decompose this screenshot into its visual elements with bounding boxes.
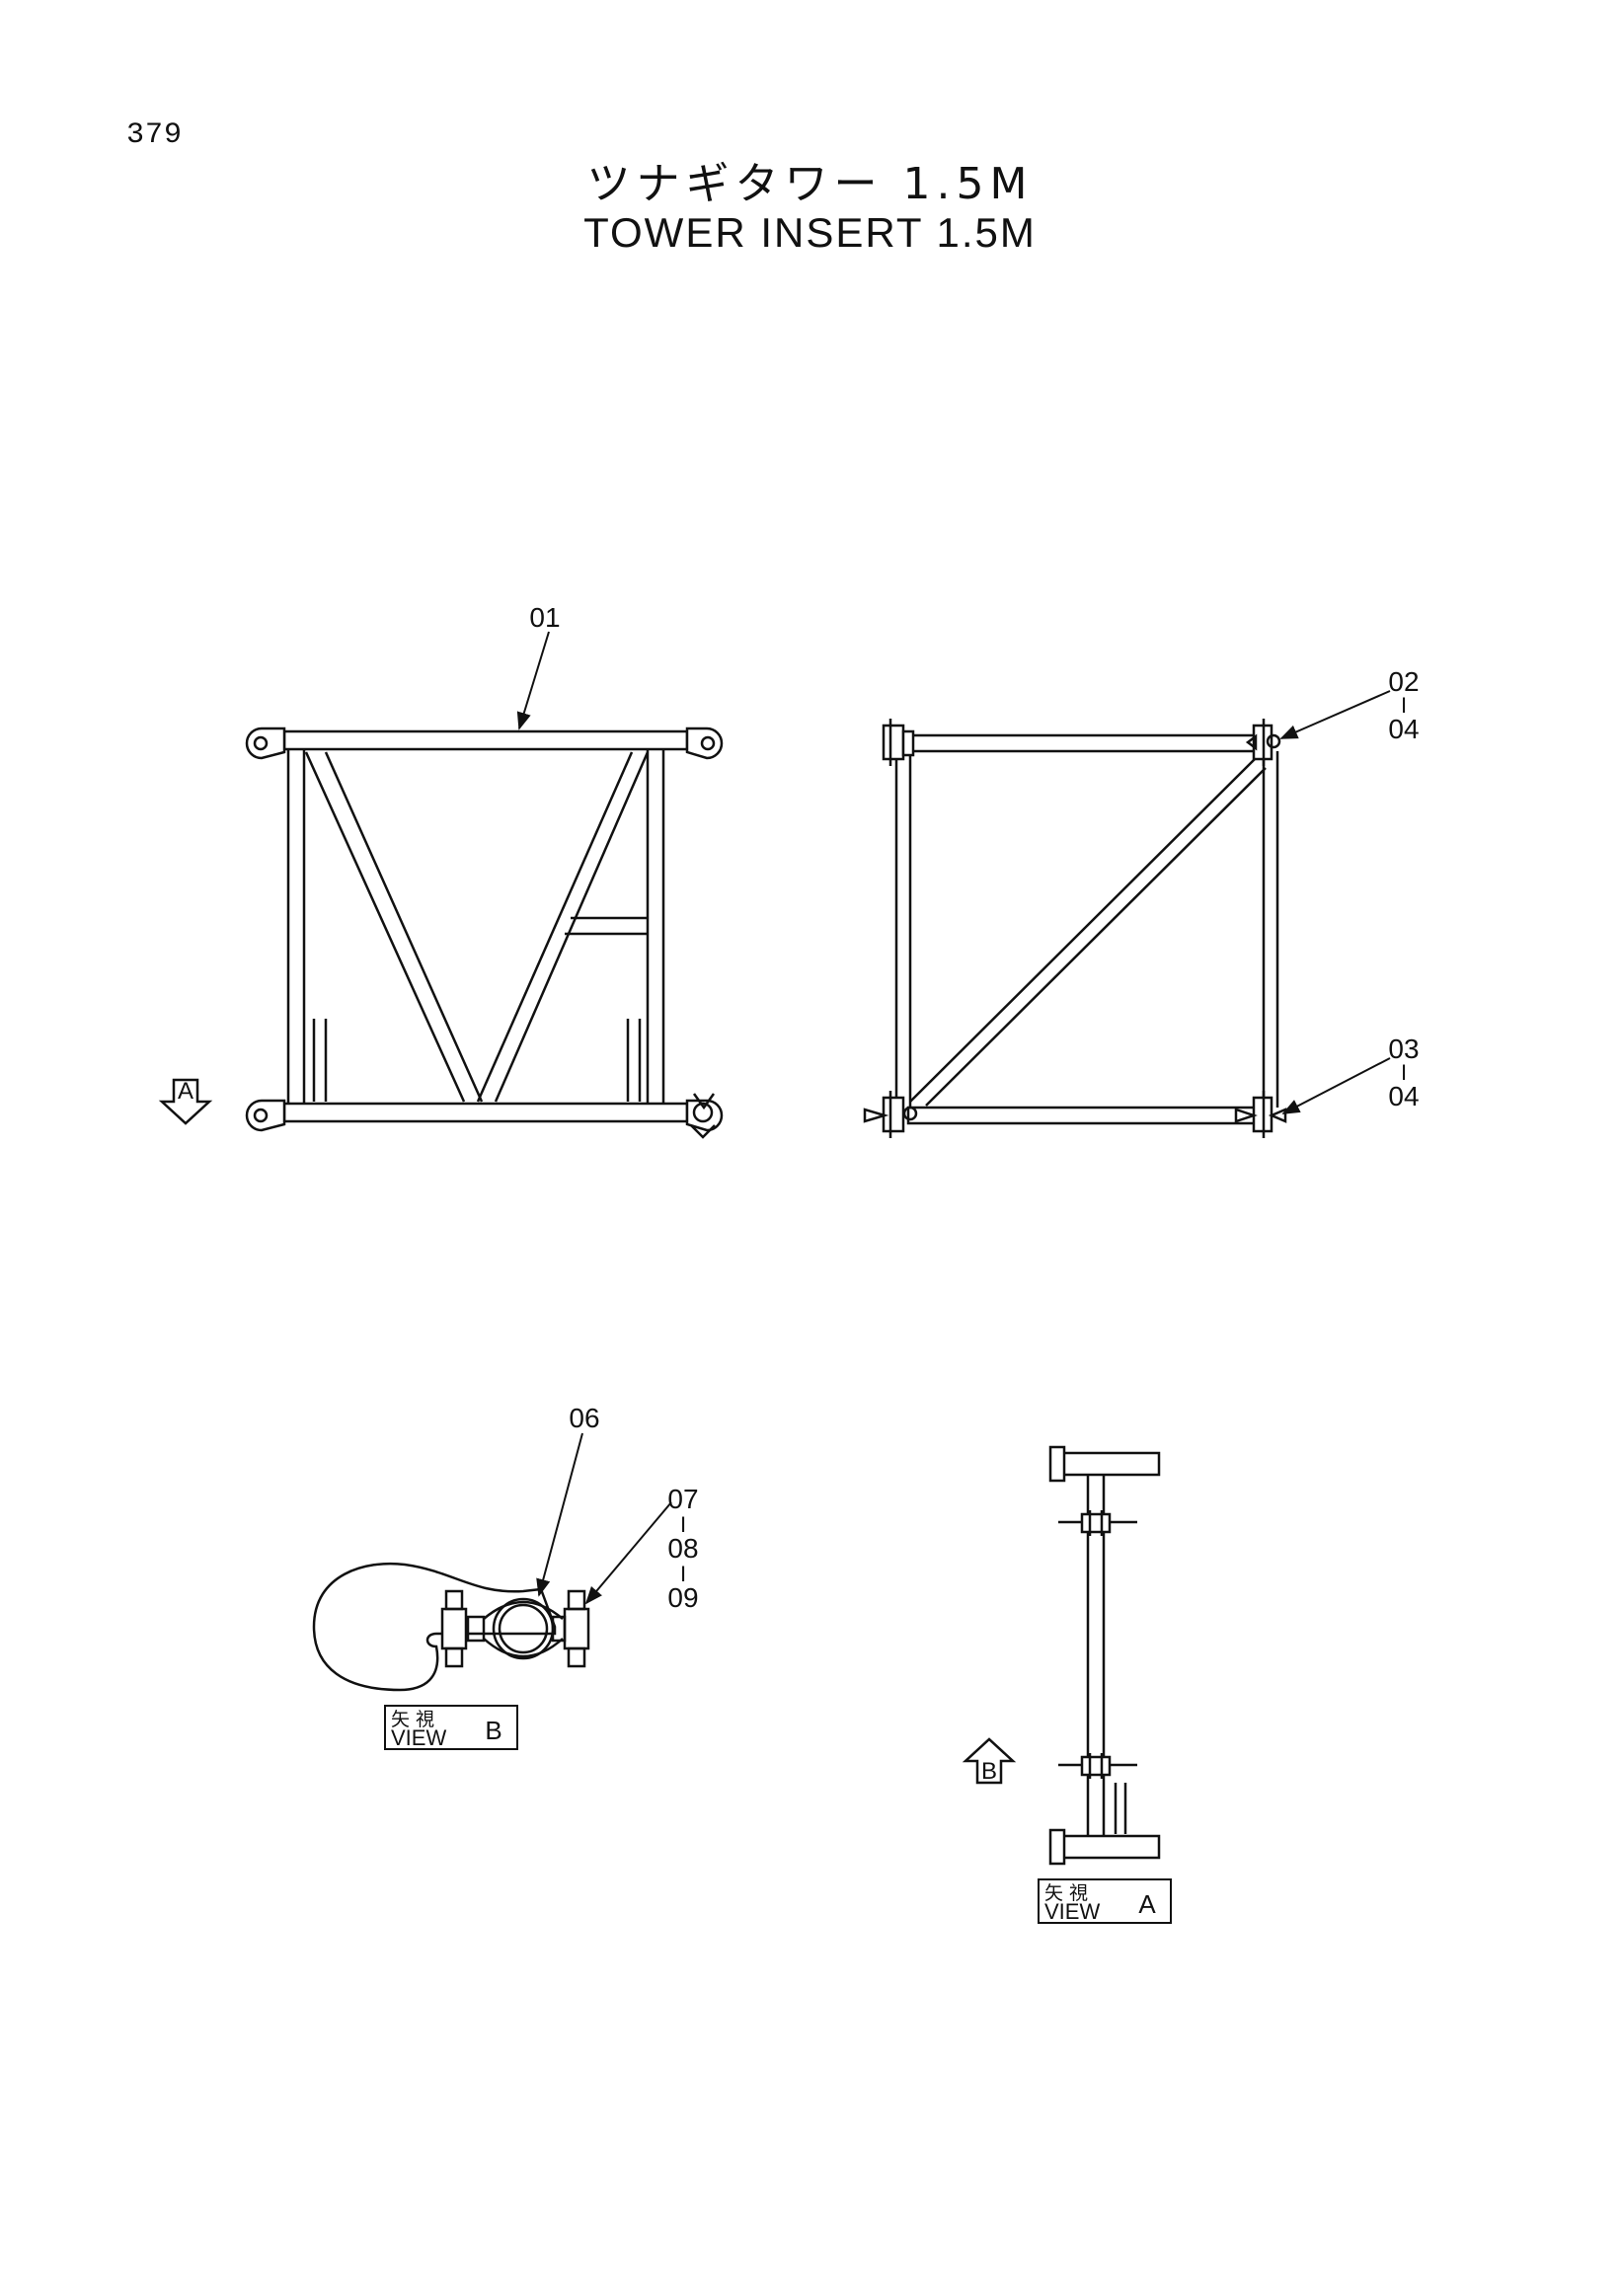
- clamp-detail: [312, 1562, 590, 1692]
- leader-line-06: [536, 1432, 583, 1597]
- range-separator: I: [1401, 1060, 1407, 1085]
- view-arrow-a: [158, 1078, 213, 1125]
- callout-04: 04: [1388, 714, 1419, 744]
- callout-01: 01: [529, 602, 560, 633]
- callout-03: 03: [1388, 1033, 1419, 1064]
- front-view-frame: [245, 727, 724, 1139]
- view-arrow-a-letter: A: [178, 1078, 193, 1105]
- page-title-japanese: ツナギタワー 1.5M: [586, 159, 1034, 209]
- leader-line-03: [1281, 1057, 1391, 1114]
- callout-04: 04: [1388, 1081, 1419, 1111]
- callout-09: 09: [667, 1582, 698, 1613]
- view-b-label: 矢 視 VIEW B: [384, 1705, 518, 1750]
- view-arrow-b: [962, 1737, 1017, 1785]
- page-title-english: TOWER INSERT 1.5M: [583, 209, 1037, 256]
- range-separator: I: [1401, 693, 1407, 718]
- callout-08: 08: [667, 1533, 698, 1564]
- view-a-label: 矢 視 VIEW A: [1038, 1878, 1172, 1924]
- leader-line-07: [584, 1501, 672, 1605]
- callout-07: 07: [667, 1484, 698, 1514]
- leader-line-01: [516, 631, 550, 730]
- callout-02: 02: [1388, 666, 1419, 697]
- range-separator: I: [680, 1512, 686, 1537]
- leader-line-02: [1279, 690, 1391, 739]
- column-detail: [1048, 1445, 1161, 1866]
- view-a-english: VIEW: [1044, 1899, 1100, 1924]
- view-a-japanese: 矢 視: [1044, 1882, 1088, 1904]
- view-arrow-b-letter: B: [981, 1758, 997, 1785]
- page-number: 379: [126, 118, 184, 152]
- range-separator: I: [680, 1562, 686, 1586]
- view-b-english: VIEW: [391, 1725, 446, 1750]
- view-b-letter: B: [485, 1716, 501, 1745]
- view-a-letter: A: [1138, 1889, 1156, 1919]
- callout-06: 06: [569, 1403, 599, 1433]
- side-view-frame: [863, 719, 1287, 1138]
- view-b-japanese: 矢 視: [391, 1709, 434, 1730]
